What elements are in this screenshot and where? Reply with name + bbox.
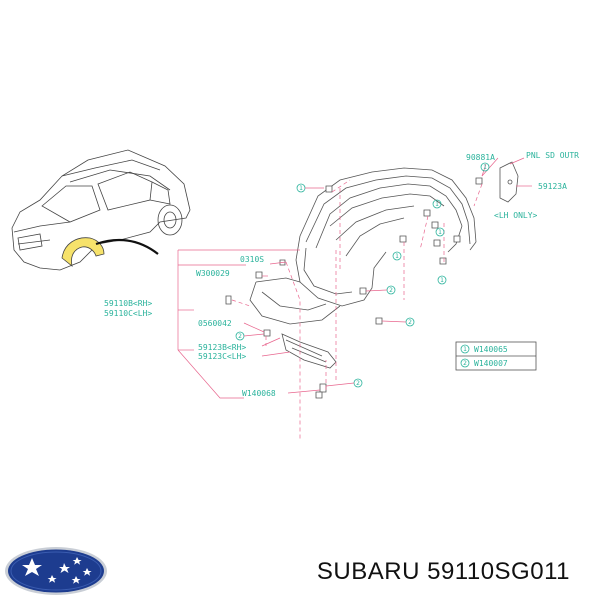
svg-text:1: 1 [395,253,399,260]
label-59123b: 59123B<RH> [198,343,246,352]
callout-markers: 1 1 1 1 1 1 2 2 2 2 [235,162,490,388]
leader-lines [177,157,499,399]
label-90881a: 90881A [466,153,495,162]
callout-1: 1 [437,275,447,285]
callout-1: 1 [435,227,445,237]
svg-text:2: 2 [238,333,242,340]
part-labels: 90881A PNL SD OUTR 59123A <LH ONLY> 0310… [104,151,579,398]
callout-1: 1 [480,162,490,172]
callout-1: 1 [296,183,324,193]
fastener-clips [225,177,483,399]
subaru-logo [5,547,107,595]
label-59123c: 59123C<LH> [198,352,246,361]
svg-text:2: 2 [408,319,412,326]
car-illustration [11,149,191,271]
legend-num-2: 2 [463,360,467,367]
svg-text:1: 1 [483,164,487,171]
svg-text:1: 1 [435,201,439,208]
svg-text:2: 2 [389,287,393,294]
label-59123a: 59123A [538,182,567,191]
label-0310s: 0310S [240,255,264,264]
legend-code-1: W140065 [474,345,508,354]
fender-liner-highlight [61,237,105,267]
svg-text:1: 1 [440,277,444,284]
part-number-caption: SUBARU 59110SG011 [316,558,570,585]
callout-2: 2 [235,331,265,341]
label-w300029: W300029 [196,269,230,278]
callout-2: 2 [325,378,363,388]
label-59110b: 59110B<RH> [104,299,152,308]
svg-text:1: 1 [299,185,303,192]
svg-text:2: 2 [356,380,360,387]
label-w140068: W140068 [242,389,276,398]
legend-num-1: 1 [463,346,467,353]
fender-liner-drawing [225,157,532,440]
label-lh-only: <LH ONLY> [494,211,538,220]
label-59110c: 59110C<LH> [104,309,152,318]
svg-text:1: 1 [438,229,442,236]
legend-code-2: W140007 [474,359,508,368]
callout-1: 1 [392,251,402,261]
callout-1: 1 [432,199,442,209]
label-0560042: 0560042 [198,319,232,328]
callout-2: 2 [365,285,396,295]
label-pnl-sd-outr: PNL SD OUTR [526,151,579,160]
fastener-legend: 1 W140065 2 W140007 [455,341,537,371]
callout-2: 2 [381,317,415,327]
